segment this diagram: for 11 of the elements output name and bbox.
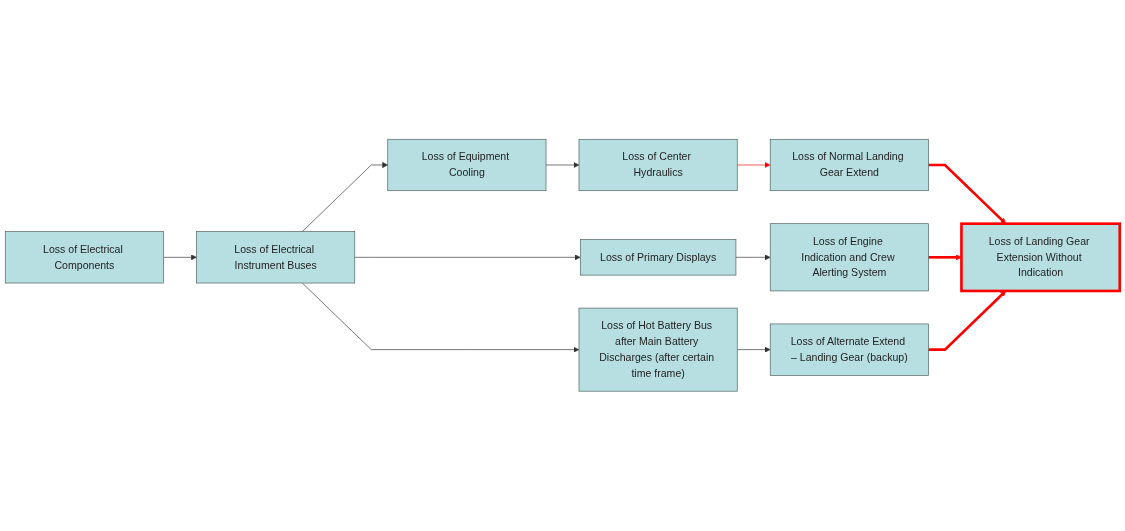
node-box: Loss of Alternate Extend – Landing Gear (backup) [769, 323, 929, 376]
node-box: Loss of Primary Displays [579, 239, 737, 276]
node-box: Loss of Center Hydraulics [578, 139, 738, 192]
node-box: Loss of Engine Indication and Crew Alerting System [769, 223, 929, 292]
node-box: Loss of Hot Battery Bus after Main Battery Discharges (after certain time frame) [578, 308, 738, 392]
node-box: Loss of Electrical Instrument Buses [196, 231, 356, 284]
arrow [928, 254, 962, 261]
node-box: Loss of Normal Landing Gear Extend [769, 139, 929, 192]
node-box: Loss of Electrical Components [4, 231, 164, 284]
node-box: Loss of Landing Gear Extension Without Indication [960, 222, 1122, 293]
node-box: Loss of Equipment Cooling [387, 139, 547, 192]
